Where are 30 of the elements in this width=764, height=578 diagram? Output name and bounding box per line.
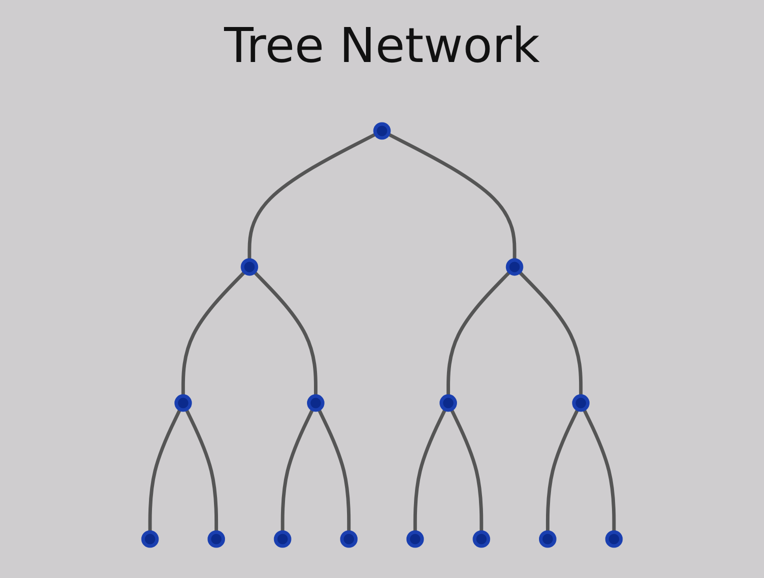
node-circle (274, 530, 292, 548)
node-circle (340, 530, 358, 548)
connector (582, 408, 616, 532)
connector (280, 408, 314, 532)
node-circle (373, 122, 391, 140)
node-circle (538, 530, 556, 548)
connector (181, 270, 246, 396)
node-circle (240, 258, 258, 276)
node-circle (307, 394, 324, 412)
node-circle (472, 530, 490, 548)
connector (546, 408, 580, 532)
connector (317, 408, 351, 532)
node-circle (572, 394, 590, 412)
node-circle (141, 530, 159, 548)
node-circle (174, 394, 192, 412)
connector (413, 408, 447, 532)
connector (387, 132, 516, 260)
connector (148, 408, 182, 532)
node-circle (440, 394, 457, 412)
connector (518, 270, 583, 396)
diagram-title: Tree Network (223, 18, 541, 74)
connector (184, 408, 218, 532)
node-circle (605, 530, 623, 548)
connector (446, 270, 511, 396)
node-circle (506, 258, 524, 276)
node-circle (208, 530, 226, 548)
connector (253, 270, 318, 396)
connector (248, 132, 377, 260)
node-circle (406, 530, 424, 548)
connector (450, 408, 484, 532)
